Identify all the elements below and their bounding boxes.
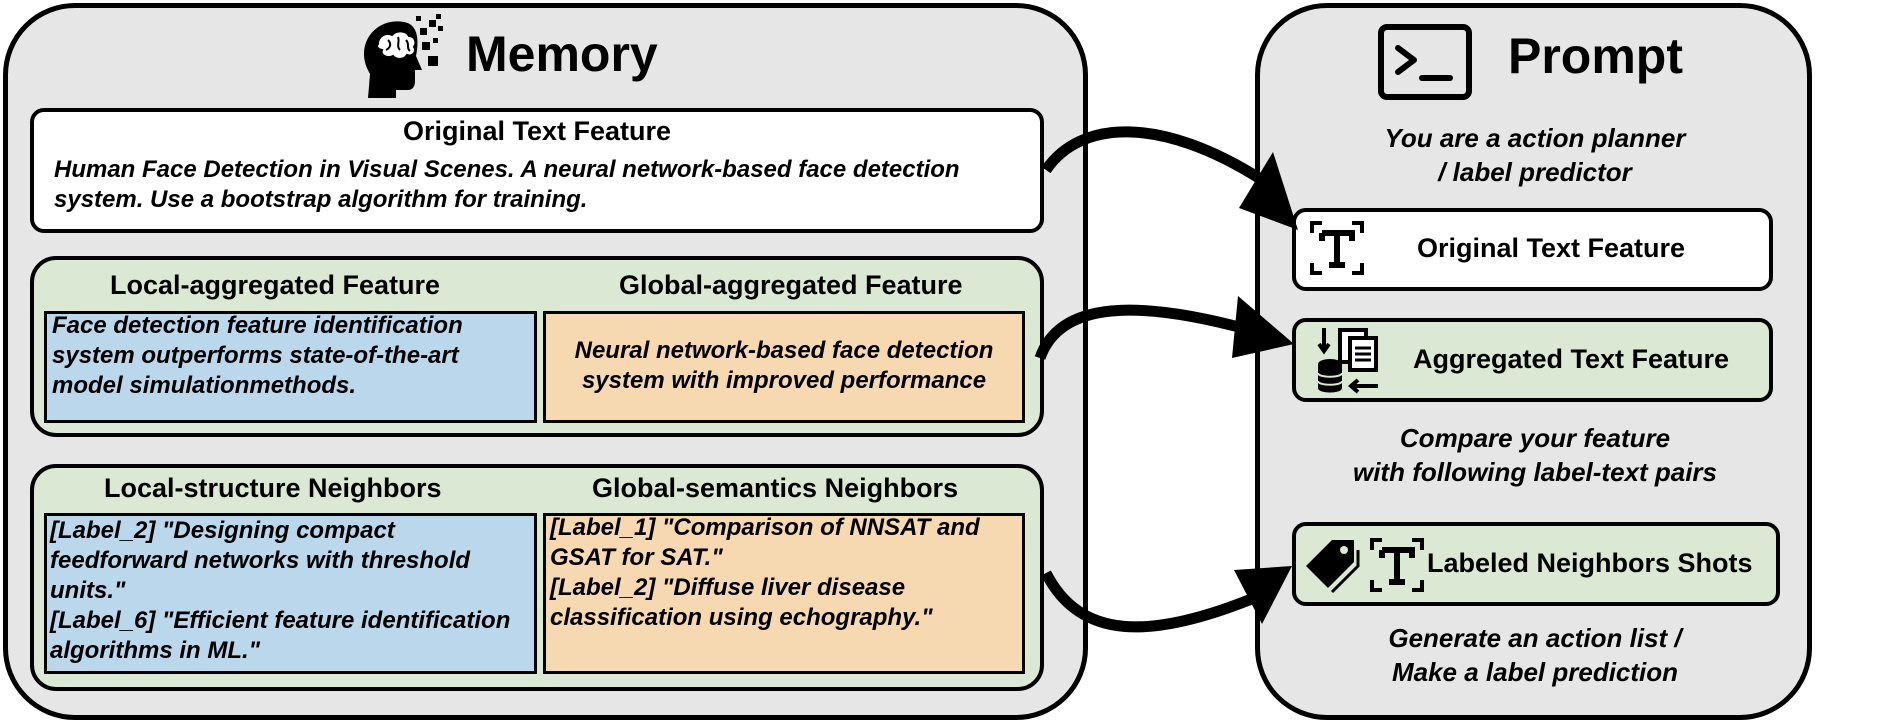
arrowhead-neighbors <box>1234 566 1292 624</box>
memory-title: Memory <box>466 26 658 82</box>
local-neighbors-box <box>44 513 537 674</box>
local-aggregated-text: Face detection feature identification sy… <box>52 312 463 399</box>
arrow-neighbors <box>1041 570 1257 633</box>
arrowhead-aggregated <box>1232 296 1294 358</box>
local-aggregated-box <box>44 311 537 423</box>
global-neighbors-heading: Global-semantics Neighbors <box>592 473 959 503</box>
local-neighbors-heading: Local-structure Neighbors <box>104 473 442 503</box>
global-aggregated-box <box>543 311 1025 423</box>
global-aggregated-heading: Global-aggregated Feature <box>619 270 963 300</box>
database-documents-icon <box>1317 328 1378 394</box>
prompt-neighbors-label: Labeled Neighbors Shots <box>1427 548 1753 578</box>
prompt-intro: You are a action planner / label predict… <box>1384 123 1686 187</box>
text-t-icon <box>1310 221 1364 275</box>
prompt-generate: Generate an action list / Make a label p… <box>1388 623 1682 687</box>
tag-icon <box>1306 540 1360 594</box>
text-t-icon <box>1370 538 1424 592</box>
prompt-aggregated-label: Aggregated Text Feature <box>1413 344 1730 374</box>
terminal-icon <box>1378 24 1472 100</box>
prompt-original-box <box>1292 208 1773 291</box>
global-neighbors-text: [Label_1] "Comparison of NNSAT and GSAT … <box>550 514 980 631</box>
local-aggregated-heading: Local-aggregated Feature <box>110 270 441 300</box>
brain-head-icon <box>364 14 443 98</box>
global-neighbors-box <box>543 513 1025 674</box>
prompt-original-label: Original Text Feature <box>1417 233 1686 263</box>
global-aggregated-text: Neural network-based face detection syst… <box>574 337 994 394</box>
original-feature-heading: Original Text Feature <box>402 116 672 146</box>
local-neighbors-text: [Label_2] "Designing compact feedforward… <box>50 517 511 664</box>
original-feature-text: Human Face Detection in Visual Scenes. A… <box>54 156 960 213</box>
prompt-compare: Compare your feature with following labe… <box>1352 423 1718 487</box>
original-feature-box <box>30 108 1044 233</box>
arrow-original <box>1041 126 1265 185</box>
prompt-title: Prompt <box>1508 28 1683 84</box>
arrow-aggregated <box>1034 304 1252 361</box>
arrowhead-original <box>1239 152 1298 230</box>
